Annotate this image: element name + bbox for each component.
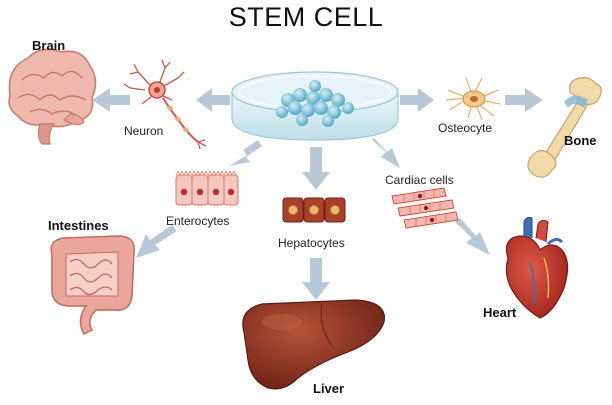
liver-illustration [242, 299, 386, 390]
hepatocytes-illustration [282, 197, 346, 223]
hepatocytes-label: Hepatocytes [278, 236, 345, 250]
stem-cells [276, 80, 354, 127]
osteocyte-illustration [445, 77, 501, 121]
heart-illustration [505, 217, 569, 319]
bone-label: Bone [564, 133, 597, 148]
arrow-to-cardiac [372, 138, 400, 168]
liver-label: Liver [313, 381, 345, 396]
arrow-to-heart [455, 218, 490, 255]
intestines-illustration [50, 235, 135, 335]
heart-label: Heart [483, 305, 517, 320]
cardiac-cells-label: Cardiac cells [385, 173, 454, 187]
petri-dish [231, 71, 399, 141]
brain-label: Brain [32, 38, 66, 53]
neuron-label: Neuron [124, 124, 164, 138]
arrow-to-enterocytes [229, 140, 262, 166]
arrow-to-intestines [136, 225, 177, 258]
diagram-title: STEM CELL [228, 2, 384, 32]
arrow-to-osteocyte [400, 88, 434, 112]
cardiac-cells-illustration [391, 187, 459, 229]
bone-illustration [527, 77, 602, 178]
enterocytes-illustration [175, 170, 239, 206]
arrow-to-bone [505, 88, 543, 112]
osteocyte-label: Osteocyte [438, 121, 493, 135]
arrow-to-liver [302, 258, 330, 300]
brain-illustration [8, 48, 97, 145]
arrow-to-neuron [196, 88, 230, 112]
arrows [92, 88, 543, 300]
enterocytes-label: Enterocytes [166, 214, 230, 228]
intestines-label: Intestines [48, 218, 109, 233]
arrow-to-brain [92, 88, 130, 112]
arrow-to-hepatocytes [302, 147, 330, 190]
neuron-illustration [123, 59, 207, 150]
